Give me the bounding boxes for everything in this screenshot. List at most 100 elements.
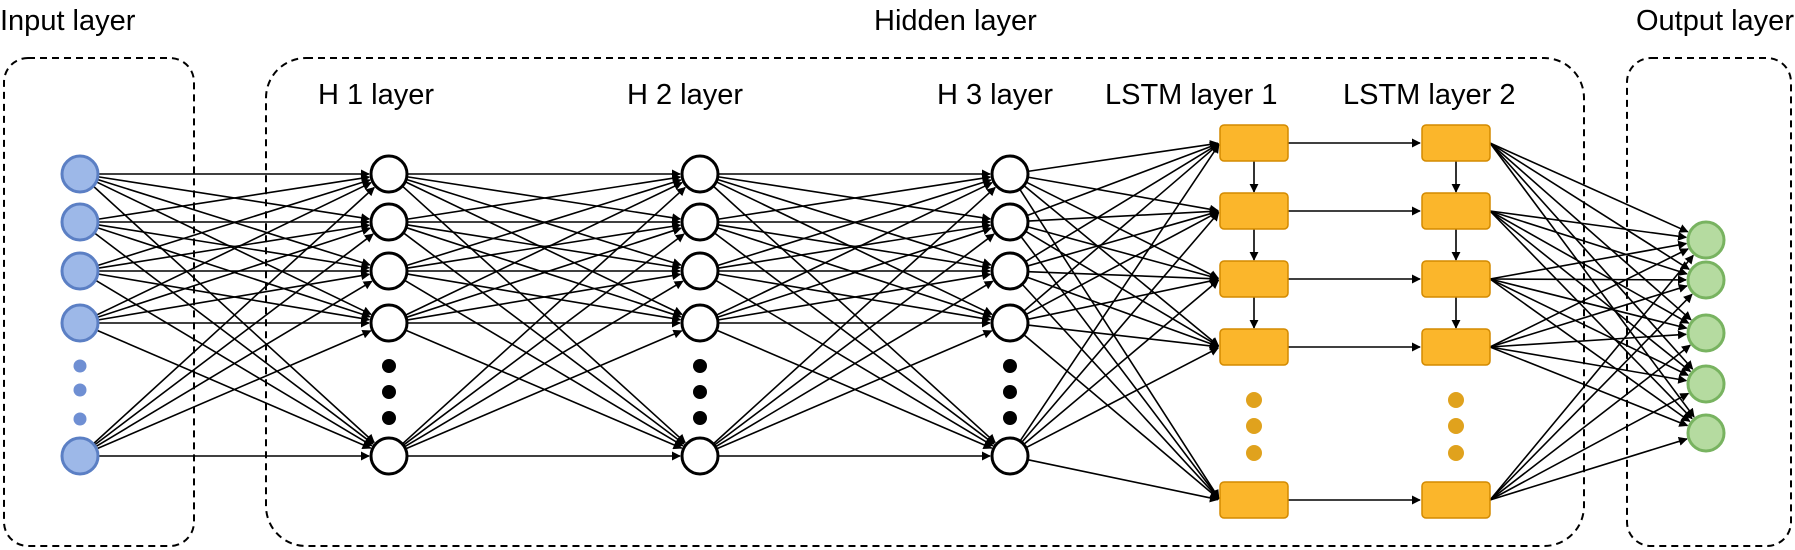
output-neuron-1	[1686, 220, 1726, 260]
lstm2-output-edge	[1489, 248, 1689, 348]
lstm2-output-edge	[1489, 346, 1688, 384]
lstm2-output-edge	[1489, 142, 1690, 270]
input-neuron-2	[60, 202, 100, 242]
h3-lstm1-edge	[1027, 209, 1219, 267]
lstm2-output-edge	[1489, 278, 1689, 376]
h2-h3-edge	[716, 226, 992, 319]
lstm1-cell-5	[1219, 481, 1289, 519]
h3-lstm1-edge	[1027, 270, 1219, 284]
h3-lstm1-edge	[1025, 347, 1220, 449]
lstm2-output-edge	[1489, 142, 1689, 233]
lstm2-output-edge	[1489, 142, 1694, 370]
lstm2-output-edge	[1489, 210, 1688, 276]
h2-h3-edge	[715, 279, 994, 447]
output-neuron-3	[1686, 313, 1726, 353]
h3-neuron-2	[990, 202, 1030, 242]
h3-lstm1-edge	[1027, 207, 1219, 222]
h3-lstm1-edge	[1027, 324, 1219, 351]
lstm1-ellipsis-dot	[1246, 418, 1262, 434]
input-h1-edge	[96, 178, 371, 267]
lstm2-output-edge	[1489, 284, 1688, 348]
h2-neuron-1	[680, 154, 720, 194]
h2-h3-edge	[717, 271, 992, 321]
input-neuron-1	[60, 154, 100, 194]
input-h1-edge	[95, 181, 372, 316]
h2-layer-label: H 2 layer	[627, 79, 743, 111]
h3-neuron-5	[990, 436, 1030, 476]
h3-neuron-4	[990, 303, 1030, 343]
lstm1-ellipsis-dot	[1246, 445, 1262, 461]
h1-neuron-2	[369, 202, 409, 242]
lstm2-ellipsis-dot	[1448, 445, 1464, 461]
lstm1-cell-4	[1219, 328, 1289, 366]
h2-neuron-3	[680, 251, 720, 291]
input-h1-edge	[96, 329, 372, 450]
lstm2-cell-4	[1421, 328, 1491, 366]
h3-lstm1-edge	[1023, 184, 1220, 347]
lstm2-output-edge	[1489, 344, 1691, 501]
lstm2-output-edge	[1489, 392, 1690, 501]
h1-ellipsis-dot	[382, 385, 396, 399]
input-neuron-4	[60, 303, 100, 343]
h3-lstm1-edge	[1023, 333, 1220, 500]
h3-lstm1-edge	[1026, 142, 1219, 217]
lstm2-output-edge	[1489, 293, 1693, 501]
h1-h2-edge	[401, 185, 686, 444]
lstm2-output-edge	[1489, 210, 1690, 324]
h3-lstm1-edge	[1025, 211, 1220, 316]
lstm2-cell-2	[1421, 192, 1491, 230]
h2-neuron-5	[680, 436, 720, 476]
h1-h2-edge	[406, 173, 682, 221]
input-h1-edge	[92, 185, 375, 444]
h1-ellipsis-dot	[382, 359, 396, 373]
lstm2-output-edge	[1489, 240, 1688, 280]
h3-lstm1-edge	[1021, 283, 1220, 500]
h2-h3-edge	[715, 181, 993, 316]
h3-lstm1-edge	[1020, 235, 1220, 500]
lstm2-layer-label: LSTM layer 2	[1343, 79, 1515, 111]
lstm2-output-edge	[1489, 142, 1692, 321]
h2-h3-edge	[716, 178, 992, 267]
lstm2-output-edge	[1489, 437, 1688, 501]
output-neuron-4	[1686, 364, 1726, 404]
h3-lstm1-edge	[1023, 143, 1220, 312]
lstm1-cell-3	[1219, 260, 1289, 298]
h3-ellipsis-dot	[1003, 385, 1017, 399]
lstm1-cell-2	[1219, 192, 1289, 230]
h2-h3-edge	[715, 280, 994, 448]
output-neuron-5	[1686, 413, 1726, 453]
h1-h2-edge	[402, 233, 685, 446]
h3-lstm1-edge	[1019, 188, 1220, 500]
lstm1-ellipsis-dot	[1246, 392, 1262, 408]
h3-lstm1-edge	[1023, 279, 1220, 446]
lstm2-ellipsis-dot	[1448, 418, 1464, 434]
lstm2-output-edge	[1489, 254, 1694, 501]
input-h1-edge	[97, 173, 371, 221]
h3-lstm1-edge	[1021, 211, 1220, 443]
input-h1-edge	[93, 233, 374, 446]
h2-neuron-4	[680, 303, 720, 343]
h2-h3-edge	[713, 232, 995, 445]
h3-layer-label: H 3 layer	[937, 79, 1053, 111]
h3-lstm1-edge	[1027, 458, 1219, 503]
h1-h2-edge	[401, 186, 686, 445]
lstm2-output-edge	[1489, 278, 1688, 331]
h2-h3-edge	[712, 185, 996, 444]
hidden-layer-box	[265, 57, 1585, 547]
output-neuron-2	[1686, 260, 1726, 300]
input-h1-edge	[95, 279, 373, 447]
h3-lstm1-edge	[1019, 143, 1220, 442]
lstm2-cell-3	[1421, 260, 1491, 298]
lstm2-output-edge	[1489, 210, 1692, 373]
input-neuron-3	[60, 251, 100, 291]
lstm1-cell-1	[1219, 124, 1289, 162]
lstm2-output-edge	[1489, 330, 1687, 348]
h2-ellipsis-dot	[693, 359, 707, 373]
h3-lstm1-edge	[1027, 225, 1219, 281]
lstm2-output-edge	[1489, 346, 1689, 427]
input-layer-box	[3, 57, 195, 547]
output-layer-box	[1626, 57, 1792, 547]
lstm2-output-edge	[1489, 210, 1688, 241]
input-h1-edge	[92, 186, 375, 445]
